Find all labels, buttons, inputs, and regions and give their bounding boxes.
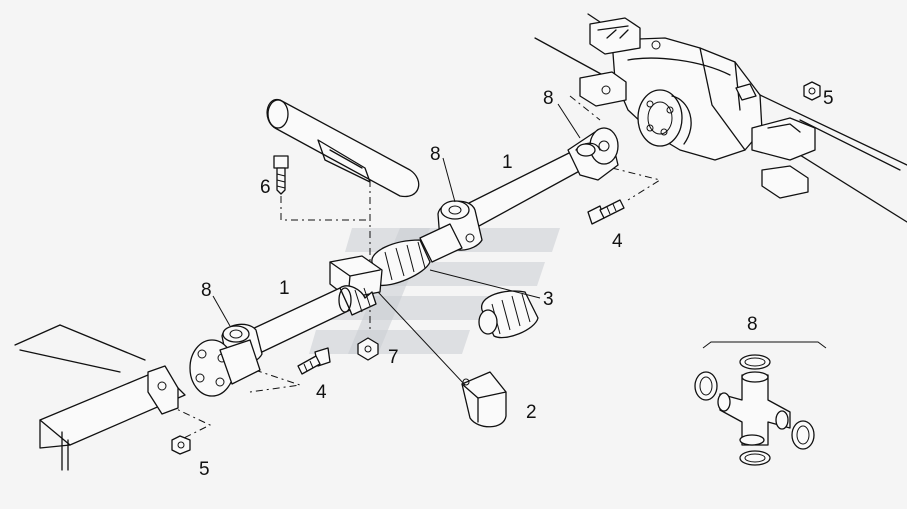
label-1-lower: 1: [279, 278, 290, 299]
bolt-4-upper: [587, 199, 625, 225]
nut-7: [357, 337, 379, 361]
nut-lower: [171, 435, 191, 455]
rear-axle-housing: [534, 13, 907, 223]
label-1-upper: 1: [502, 152, 513, 173]
label-4-lower: 4: [316, 382, 327, 403]
label-3: 3: [543, 289, 554, 310]
label-8-mid: 8: [430, 144, 441, 165]
bearing-bracket-2: [461, 371, 507, 428]
label-4-upper: 4: [612, 231, 623, 252]
callout-leaders: [212, 103, 581, 386]
label-8-detail: 8: [747, 314, 758, 335]
u-joint-lower: [189, 323, 263, 397]
label-8-lower: 8: [201, 280, 212, 301]
bolt-6: [273, 155, 289, 195]
label-5-lower: 5: [199, 459, 210, 480]
label-7: 7: [388, 347, 399, 368]
bolt-4-lower: [297, 347, 331, 375]
u-joint-kit-detail: [694, 341, 827, 466]
front-frame: [14, 324, 186, 471]
callout-numbers: 1 1 2 3 4 4 5 5 6 7 8 8 8 8: [199, 88, 834, 480]
propeller-shaft-upper: [454, 127, 619, 233]
label-8-upper: 8: [543, 88, 554, 109]
rubber-boot-3: [478, 290, 539, 339]
label-2: 2: [526, 402, 537, 423]
nut-upper: [803, 81, 821, 101]
label-6: 6: [260, 177, 271, 198]
frame-crossmember: [266, 99, 420, 198]
label-5-upper: 5: [823, 88, 834, 109]
u-joint-middle: [419, 200, 483, 263]
